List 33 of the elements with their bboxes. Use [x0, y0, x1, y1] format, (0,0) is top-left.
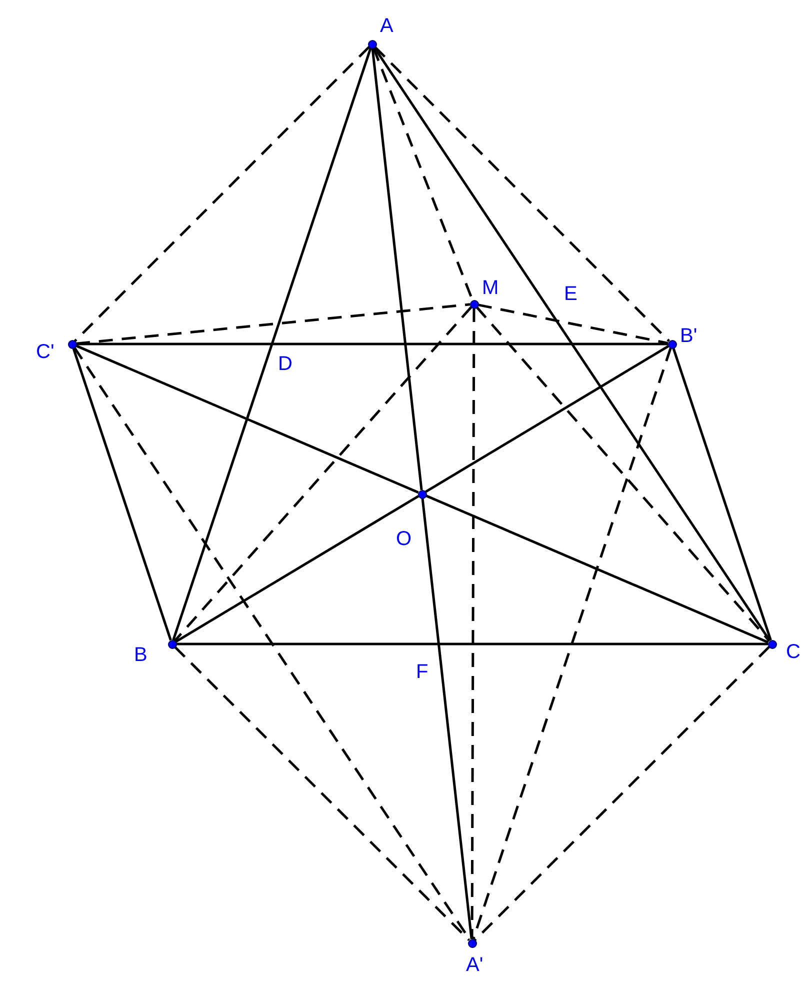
point-label: E [564, 284, 578, 304]
line-segment [421, 498, 473, 940]
line-segment [672, 347, 772, 641]
point-label: A' [466, 955, 484, 975]
dashed-line [374, 46, 670, 342]
point-label: O [396, 529, 412, 549]
point-label: M [482, 278, 499, 298]
point-label: B' [680, 326, 698, 346]
line-segment [425, 494, 769, 644]
point-label: A [380, 16, 394, 36]
line-segment [174, 494, 420, 644]
line-segment [76, 342, 668, 346]
point-label: C [786, 642, 800, 662]
dashed-line [74, 46, 370, 342]
line-segment [72, 347, 172, 641]
dashed-line [174, 306, 472, 642]
point-label: B [134, 645, 148, 665]
dashed-line [476, 306, 770, 642]
point-label: F [416, 662, 428, 682]
line-segment [75, 344, 419, 494]
dashed-line [174, 646, 470, 942]
line-segment [373, 46, 771, 642]
dashed-line [478, 304, 668, 344]
line-segment [172, 47, 372, 641]
point-label: C' [36, 342, 54, 362]
point-label: D [278, 354, 292, 374]
dashed-line [76, 303, 470, 345]
line-segment [371, 48, 423, 490]
dashed-line [472, 347, 672, 940]
dashed-line [474, 646, 770, 942]
line-segment [424, 344, 670, 494]
line-segment [176, 642, 768, 646]
dashed-line [470, 308, 476, 939]
